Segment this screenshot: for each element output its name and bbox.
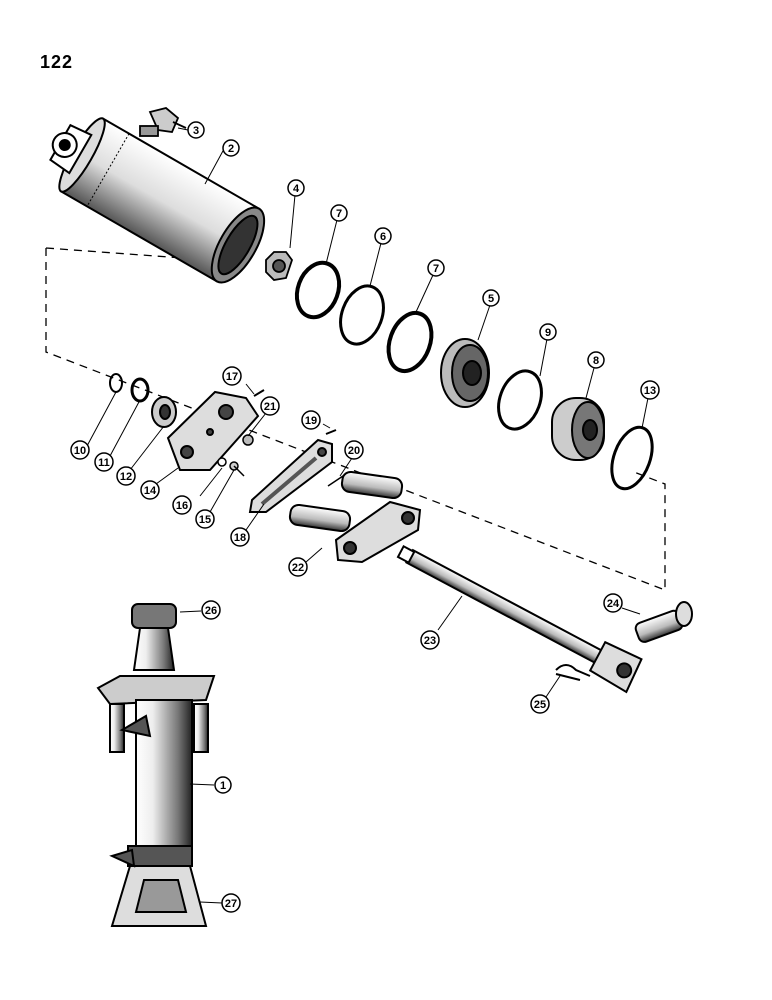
callout-14-label: 14: [144, 485, 157, 497]
dashed-alignment-line: [45, 247, 666, 591]
page-number: 122: [40, 52, 74, 72]
callout-5: 5: [482, 289, 500, 307]
callout-17-label: 17: [226, 371, 238, 383]
jack-assembly: [96, 603, 216, 927]
o-ring-10: [109, 373, 123, 393]
nut-21: [242, 434, 254, 446]
washer-16: [217, 457, 227, 467]
ring-9: [497, 369, 543, 431]
callout-27-label: 27: [225, 898, 237, 910]
callout-18-label: 18: [234, 532, 246, 544]
callout-2: 2: [222, 139, 240, 157]
plate-14: [166, 390, 260, 471]
callout-15-label: 15: [199, 514, 211, 526]
callout-23: 23: [420, 630, 440, 650]
callout-17: 17: [222, 366, 242, 386]
callout-19: 19: [301, 410, 321, 430]
ring-6: [339, 284, 385, 346]
clevis-pin: [634, 601, 693, 643]
callout-8: 8: [587, 351, 605, 369]
callout-7b-label: 7: [433, 263, 439, 275]
snap-ring-13: [610, 425, 654, 491]
callout-21: 21: [260, 396, 280, 416]
callout-7a-label: 7: [336, 208, 342, 220]
callout-15: 15: [195, 509, 215, 529]
callout-24: 24: [603, 593, 623, 613]
callout-1-label: 1: [220, 780, 226, 792]
callout-25-label: 25: [534, 699, 546, 711]
callout-20: 20: [344, 440, 364, 460]
nut: [265, 251, 294, 281]
callout-22-label: 22: [292, 562, 304, 574]
callout-9-label: 9: [545, 327, 551, 339]
callout-23-label: 23: [424, 635, 436, 647]
callout-11: 11: [94, 452, 114, 472]
cotter-pin: [555, 664, 591, 681]
gland: [551, 397, 605, 461]
callout-22: 22: [288, 557, 308, 577]
cylinder-barrel: [49, 117, 266, 284]
callout-26: 26: [201, 600, 221, 620]
callout-3-label: 3: [193, 125, 199, 137]
pin-19: [325, 429, 337, 435]
callout-10-label: 10: [74, 445, 86, 457]
callout-16-label: 16: [176, 500, 188, 512]
bushing-12: [151, 396, 177, 428]
callout-6: 6: [374, 227, 392, 245]
callout-26-label: 26: [205, 605, 217, 617]
callout-13: 13: [640, 380, 660, 400]
pin-17: [253, 389, 265, 397]
callout-5-label: 5: [488, 293, 494, 305]
callout-8-label: 8: [593, 355, 599, 367]
callout-21-label: 21: [264, 401, 276, 413]
ring-7a: [294, 260, 342, 320]
yoke-22: [288, 470, 422, 564]
callout-25: 25: [530, 694, 550, 714]
callout-2-label: 2: [228, 143, 234, 155]
elbow-fitting: [139, 107, 187, 137]
callout-7a: 7: [330, 204, 348, 222]
link-18: [248, 438, 333, 513]
piston-rod: [396, 544, 643, 694]
callout-12: 12: [116, 466, 136, 486]
ring-7b: [386, 310, 434, 374]
callout-24-label: 24: [607, 598, 620, 610]
callout-19-label: 19: [305, 415, 317, 427]
callout-4: 4: [287, 179, 305, 197]
piston: [440, 338, 490, 408]
callout-27: 27: [221, 893, 241, 913]
leader-lines: [86, 127, 649, 904]
callout-16: 16: [172, 495, 192, 515]
callout-10: 10: [70, 440, 90, 460]
callout-13-label: 13: [644, 385, 656, 397]
callout-7b: 7: [427, 259, 445, 277]
callout-3: 3: [187, 121, 205, 139]
callout-12-label: 12: [120, 471, 132, 483]
callout-4-label: 4: [293, 183, 300, 195]
callout-6-label: 6: [380, 231, 386, 243]
callout-1: 1: [214, 776, 232, 794]
callout-14: 14: [140, 480, 160, 500]
callout-9: 9: [539, 323, 557, 341]
callout-18: 18: [230, 527, 250, 547]
callout-20-label: 20: [348, 445, 360, 457]
callout-11-label: 11: [98, 457, 110, 469]
